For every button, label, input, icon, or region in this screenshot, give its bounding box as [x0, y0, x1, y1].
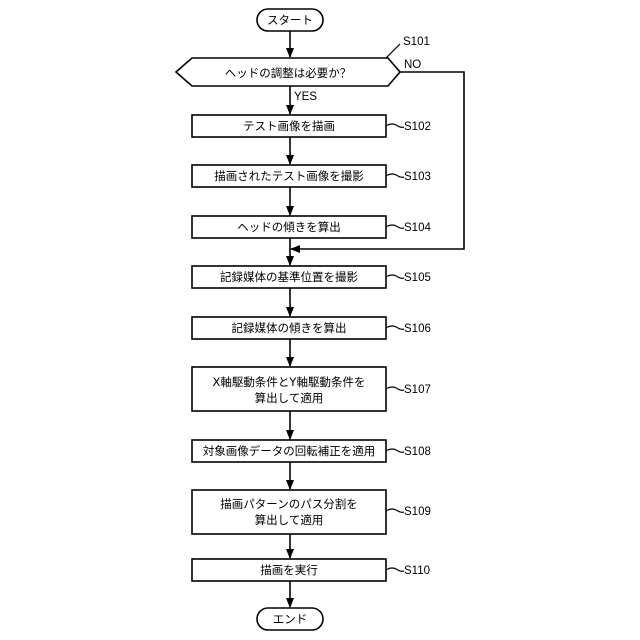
step-s102-leader [386, 124, 404, 127]
step-s103-leader [386, 174, 404, 177]
step-s102-id: S102 [404, 121, 431, 133]
step-s107-line2: 算出して適用 [255, 391, 324, 405]
step-s103: 描画されたテスト画像を撮影 S103 [192, 165, 431, 187]
step-s102-line1: テスト画像を描画 [243, 119, 335, 133]
step-s110: 描画を実行 S110 [192, 559, 430, 581]
step-s104: ヘッドの傾きを算出 S104 [192, 216, 431, 238]
end-terminal: エンド [257, 608, 323, 630]
step-s104-line1: ヘッドの傾きを算出 [237, 220, 341, 234]
step-s109-line1: 描画パターンのパス分割を [220, 497, 357, 511]
step-s105-leader [386, 275, 404, 278]
start-terminal: スタート [257, 9, 323, 31]
step-s106: 記録媒体の傾きを算出 S106 [192, 317, 431, 339]
step-s107-id: S107 [404, 384, 431, 396]
decision-text: ヘッドの調整は必要か？ [225, 66, 352, 80]
decision-s101: ヘッドの調整は必要か？ S101 NO YES [176, 36, 430, 103]
end-label: エンド [273, 612, 308, 626]
step-s105-id: S105 [404, 272, 431, 284]
step-s110-line1: 描画を実行 [260, 563, 318, 577]
step-s104-id: S104 [404, 222, 431, 234]
step-s102: テスト画像を描画 S102 [192, 115, 431, 137]
step-s105: 記録媒体の基準位置を撮影 S105 [192, 266, 431, 288]
step-s109-id: S109 [404, 506, 431, 518]
step-s103-line1: 描画されたテスト画像を撮影 [214, 169, 364, 183]
start-label: スタート [267, 13, 313, 27]
step-s109-leader [386, 509, 404, 512]
step-s106-line1: 記録媒体の傾きを算出 [232, 321, 347, 335]
decision-step-leader [386, 44, 400, 58]
step-s107: X軸駆動条件とY軸駆動条件を 算出して適用 S107 [192, 367, 431, 411]
decision-yes-label: YES [294, 91, 317, 103]
step-s106-id: S106 [404, 323, 431, 335]
step-s108-leader [386, 449, 404, 452]
step-s107-line1: X軸駆動条件とY軸駆動条件を [213, 375, 366, 389]
step-s107-leader [386, 387, 404, 390]
step-s103-id: S103 [404, 171, 431, 183]
step-s106-leader [386, 326, 404, 329]
step-s110-leader [386, 568, 404, 571]
step-s109-line2: 算出して適用 [255, 513, 324, 527]
step-s108-id: S108 [404, 446, 431, 458]
step-s104-leader [386, 225, 404, 228]
step-s109: 描画パターンのパス分割を 算出して適用 S109 [192, 490, 431, 534]
step-s108-line1: 対象画像データの回転補正を適用 [203, 444, 376, 458]
step-s108: 対象画像データの回転補正を適用 S108 [192, 440, 431, 462]
decision-step-id: S101 [403, 36, 430, 48]
step-s105-line1: 記録媒体の基準位置を撮影 [220, 270, 358, 284]
step-s110-id: S110 [404, 565, 430, 577]
decision-no-label: NO [404, 59, 421, 71]
